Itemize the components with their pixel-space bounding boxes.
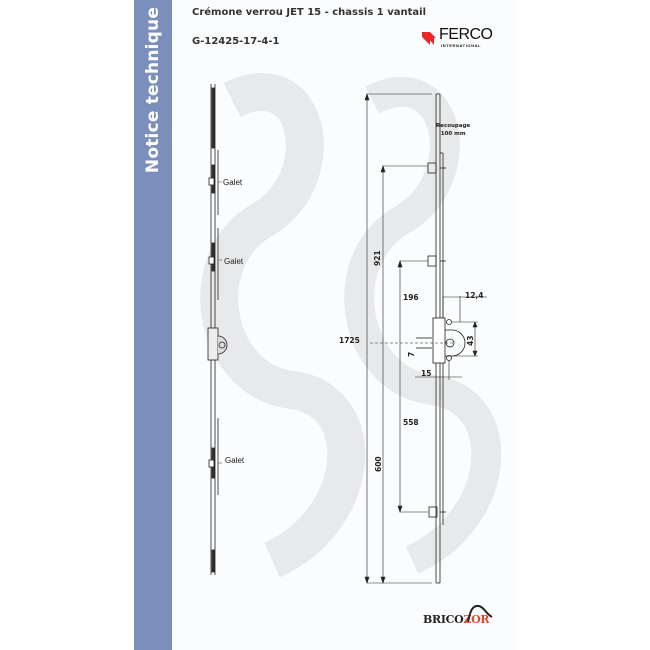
dim-7: 7 xyxy=(407,351,416,357)
dim-558: 558 xyxy=(403,418,419,427)
dim-600: 600 xyxy=(374,456,383,472)
document-page xyxy=(134,0,516,650)
dim-12-4: 12,4 xyxy=(465,291,484,300)
ferco-subtitle: INTERNATIONAL xyxy=(441,43,482,48)
recoupage-line1: Recoupage xyxy=(436,123,471,129)
ferco-wordmark: FERCO xyxy=(439,26,493,43)
galet-label-bottom: Galet xyxy=(225,456,245,465)
left-bar-drawing xyxy=(207,84,228,575)
recoupage-line2: 100 mm xyxy=(440,131,466,137)
dim-1725: 1725 xyxy=(339,336,360,345)
sidebar-band xyxy=(134,0,172,650)
recoupage-note: Recoupage 100 mm xyxy=(436,122,470,138)
galet-label-top: Galet xyxy=(223,178,243,187)
ferco-arrow-icon xyxy=(422,32,436,45)
bricozor-logo: BRICOZOR xyxy=(423,613,490,626)
ferco-logo: FERCO INTERNATIONAL xyxy=(420,26,500,52)
dim-921: 921 xyxy=(373,250,382,266)
galet-label-middle: Galet xyxy=(224,257,244,266)
right-bar-drawing xyxy=(416,93,466,584)
dim-43: 43 xyxy=(466,335,475,346)
dimension-lines xyxy=(364,93,487,584)
dim-15: 15 xyxy=(421,369,432,378)
bricozor-logo-part1: BRICO xyxy=(423,613,464,626)
dim-196: 196 xyxy=(403,293,419,302)
document-title: Crémone verrou JET 15 - chassis 1 vantai… xyxy=(192,7,427,18)
bricozor-logo-part2: ZOR xyxy=(463,613,490,626)
product-reference: G-12425-17-4-1 xyxy=(192,36,280,47)
